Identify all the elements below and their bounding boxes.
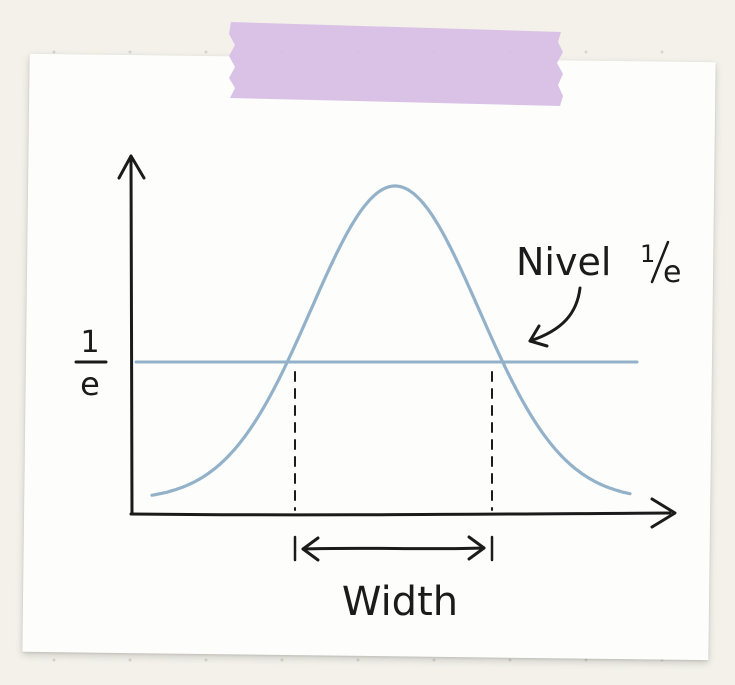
level-label-numerator: 1 (640, 240, 655, 268)
y-axis (117, 154, 146, 516)
axis-fraction-denominator: e (80, 365, 100, 403)
double-arrow-icon (293, 535, 494, 562)
level-label-slash (650, 240, 670, 284)
arrow-up-icon (117, 154, 146, 180)
axis-fraction-label: 1 e (74, 325, 108, 403)
arrow-right-icon (650, 497, 677, 529)
x-axis (129, 497, 677, 529)
gaussian-curve (150, 184, 632, 497)
curved-arrow-icon (528, 286, 582, 348)
level-label: Nivel 1 e (516, 240, 681, 290)
axis-fraction-numerator: 1 (80, 325, 99, 360)
level-label-text: Nivel (516, 240, 611, 284)
washi-tape (229, 22, 563, 106)
level-label-denominator: e (663, 255, 681, 290)
width-label: Width (342, 579, 458, 625)
